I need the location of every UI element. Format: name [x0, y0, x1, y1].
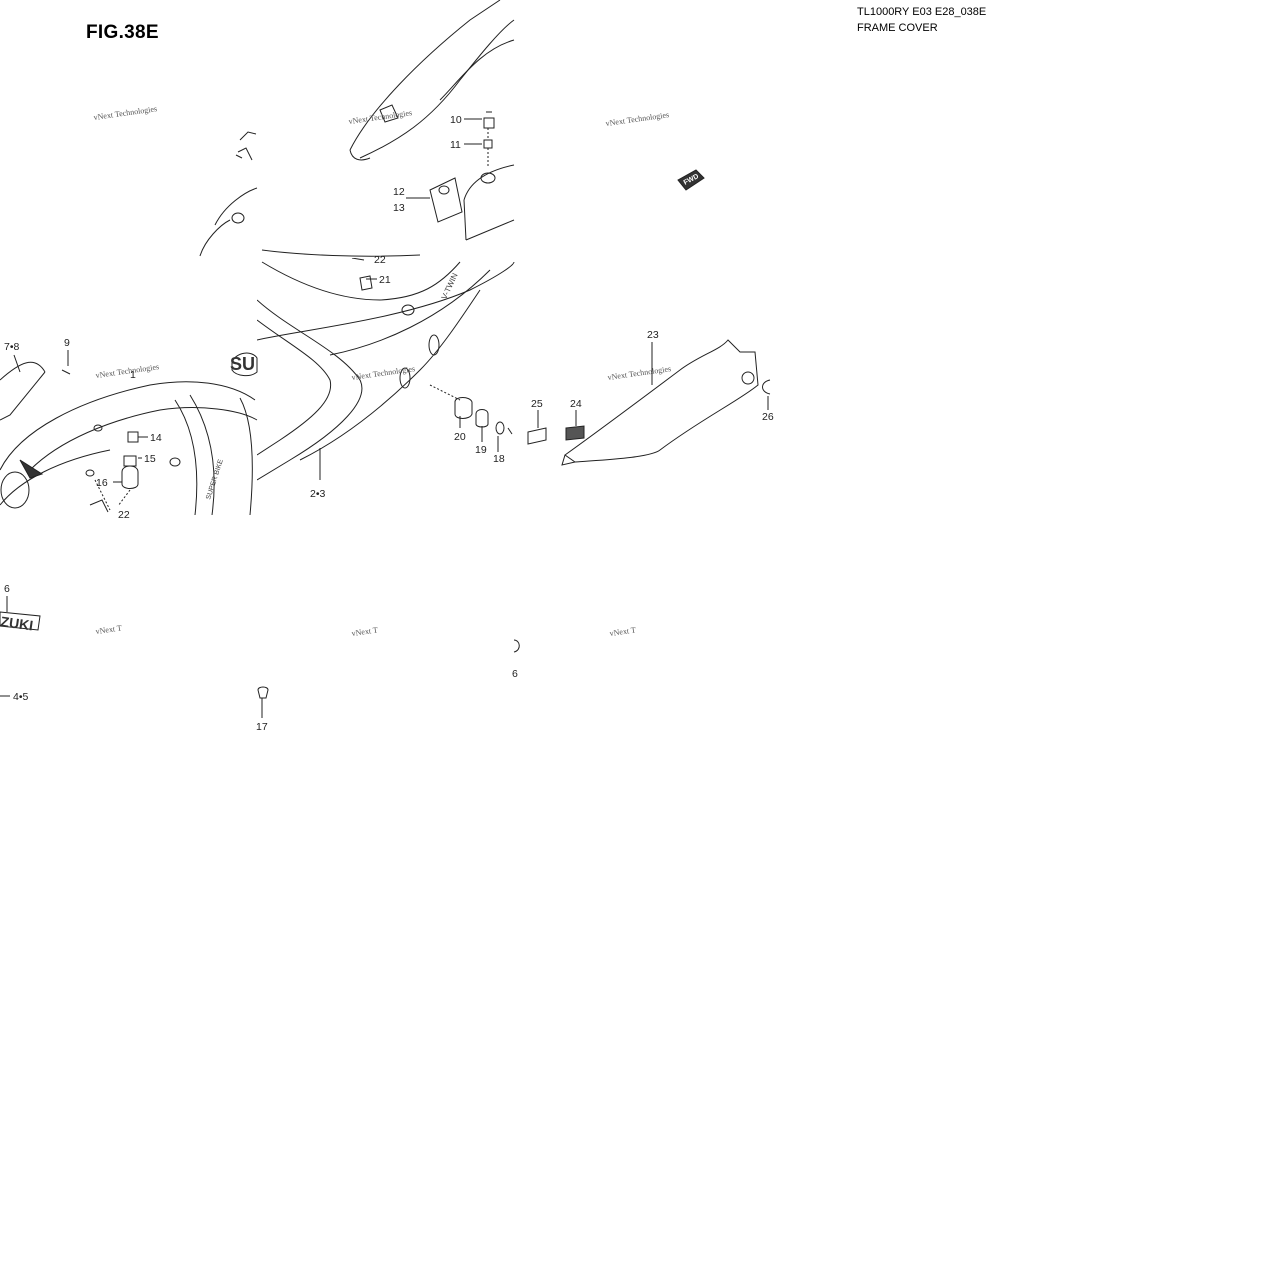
callout: 13	[393, 202, 405, 214]
callout: 9	[64, 337, 70, 349]
callout: 25	[531, 398, 543, 410]
leader-lines	[0, 118, 769, 718]
decal-text: SU ZUKI SUPER BIKE V-TWIN FWD	[0, 173, 700, 633]
tank-label-v-twin: V-TWIN	[440, 271, 460, 300]
callout: 12	[393, 186, 405, 198]
callout: 19	[475, 444, 487, 456]
callout: 4•5	[13, 691, 29, 703]
callout: 17	[256, 721, 268, 733]
watermark-partial: vNext T	[95, 623, 122, 636]
watermark-partial: vNext T	[351, 625, 378, 638]
watermark: vNext Technologies	[93, 104, 158, 122]
callout: 26	[762, 411, 774, 423]
bracket-left	[235, 131, 257, 161]
seat-cowl-edge	[199, 187, 258, 257]
small-parts	[257, 169, 705, 699]
callout: 1	[130, 369, 136, 381]
seat-cowl-main	[0, 352, 258, 515]
brand-mark-zuki: ZUKI	[0, 613, 34, 633]
watermarks: vNext Technologies vNext Technologies vN…	[93, 104, 672, 638]
watermark: vNext Technologies	[351, 364, 416, 382]
brand-mark-su: SU	[230, 354, 255, 374]
callout: 2•3	[310, 488, 326, 500]
callout: 11	[450, 139, 461, 151]
drawing-strokes	[0, 0, 771, 718]
callout: 20	[454, 431, 466, 443]
frame-cover-center	[257, 258, 515, 481]
tank-label-super-bike: SUPER BIKE	[205, 458, 225, 500]
figure-title: FIG.38E	[86, 22, 159, 43]
model-code: TL1000RY E03 E28_038E	[857, 6, 987, 18]
callout: 15	[144, 453, 156, 465]
callout: 16	[96, 477, 108, 489]
callout: 24	[570, 398, 582, 410]
callout: 6	[512, 668, 518, 680]
callout: 21	[379, 274, 391, 286]
callout: 22	[374, 254, 386, 266]
callout: 6	[4, 583, 10, 595]
callout: 18	[493, 453, 505, 465]
callout: 14	[150, 432, 162, 444]
watermark: vNext Technologies	[605, 110, 670, 128]
watermark: vNext Technologies	[607, 364, 672, 382]
callout: 10	[450, 114, 462, 126]
watermark-partial: vNext T	[609, 625, 636, 638]
section-title: FRAME COVER	[857, 22, 938, 34]
callout: 7•8	[4, 341, 20, 353]
frame-cover-side	[527, 339, 771, 466]
watermark: vNext Technologies	[95, 362, 160, 380]
callout: 22	[118, 509, 130, 521]
callouts: 1 2•3 4•5 6 7•8 9 10 11 12 13 14 15 16 1…	[4, 114, 774, 733]
callout: 23	[647, 329, 659, 341]
rear-cowl-upper	[261, 0, 515, 257]
